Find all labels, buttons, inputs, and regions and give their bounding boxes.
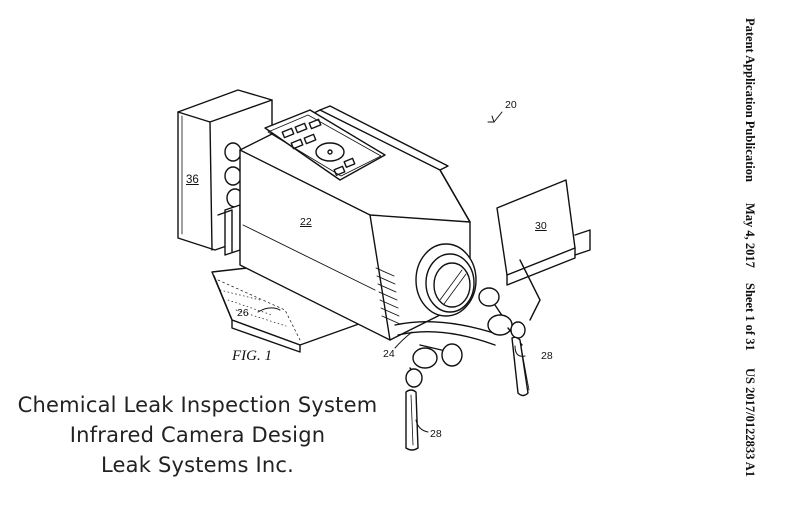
ref-26: 26: [237, 307, 249, 319]
ref-28-right: 28: [541, 350, 553, 362]
side-screen-30: [496, 179, 591, 321]
control-panel: [264, 109, 386, 181]
ref-22: 22: [300, 216, 312, 228]
camera-body-22: [239, 105, 471, 341]
base-plate-26: [211, 261, 371, 353]
publication-number: US 2017/0122833 A1: [743, 368, 757, 478]
ref-20: 20: [505, 99, 517, 111]
caption-line-2: Infrared Camera Design: [69, 423, 326, 447]
publication-date: May 4, 2017: [743, 203, 757, 268]
ref-30: 30: [535, 220, 547, 232]
ref-24: 24: [383, 348, 395, 360]
leader-lines: [257, 111, 526, 433]
mounting-arc-24: [394, 320, 501, 346]
ref-28-left: 28: [430, 428, 442, 440]
ref-36: 36: [186, 174, 199, 186]
figure-label: FIG. 1: [232, 348, 272, 364]
caption-line-3: Leak Systems Inc.: [100, 453, 294, 477]
caption-line-1: Chemical Leak Inspection System: [17, 393, 378, 417]
publication-type: Patent Application Publication: [743, 18, 757, 182]
handle-left-28: [405, 343, 463, 451]
lens-assembly: [415, 243, 477, 317]
sheet-number: Sheet 1 of 31: [743, 283, 757, 351]
